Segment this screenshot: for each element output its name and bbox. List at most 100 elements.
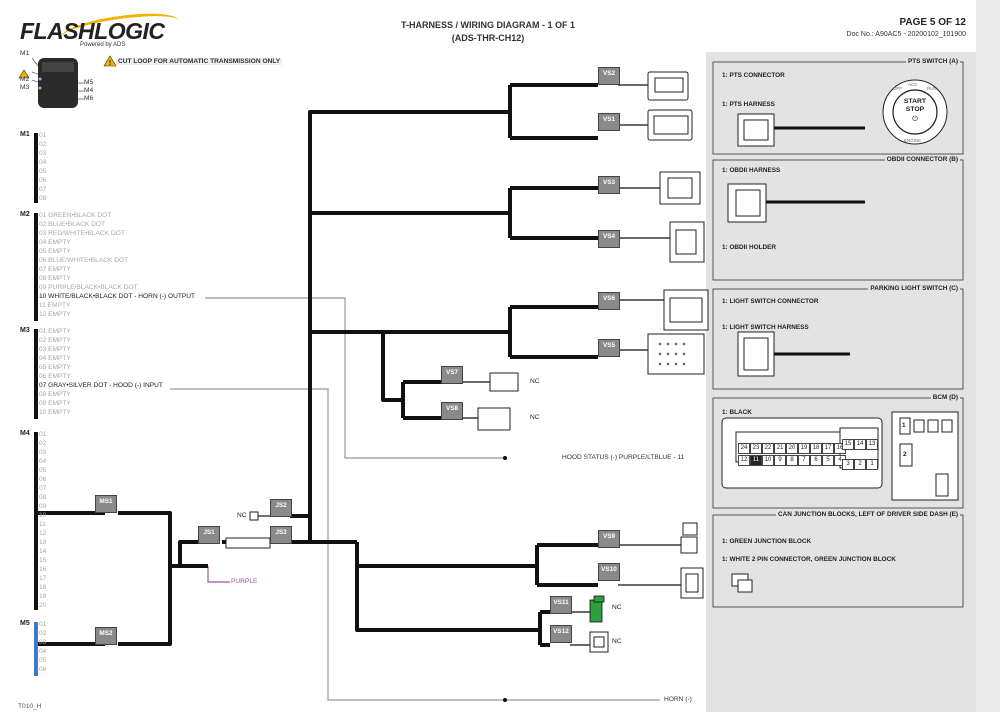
purple-wire: [207, 566, 230, 583]
bcm-pin: 1: [866, 459, 878, 470]
bcm-pin: 2: [854, 459, 866, 470]
ring-off-label: OFF: [893, 86, 902, 91]
document-number: Doc No.: A90AC5 - 20200102_101900: [846, 31, 966, 38]
purple-wire-label: PURPLE: [231, 578, 258, 585]
pin-label: 17: [39, 575, 47, 582]
obd-item-holder: 1: OBDII HOLDER: [722, 244, 776, 251]
panel-borders: [712, 61, 964, 608]
page-number: PAGE 5 OF 12: [899, 17, 966, 28]
m2-connector-bar: [34, 213, 38, 321]
m3-connector-bar: [34, 329, 38, 419]
horn-label: HORN (-): [664, 696, 692, 703]
pin-label: 05: [39, 657, 47, 664]
warning-icon: !: [103, 55, 117, 67]
module-label-m2: M2: [20, 76, 30, 83]
harness-label-vs3: VS3: [598, 176, 620, 194]
module-label-m1: M1: [20, 50, 30, 57]
pin-label: 04 EMPTY: [39, 355, 71, 362]
m1-connector-bar: [34, 133, 38, 203]
light-switch-harness-illustration: [737, 331, 850, 377]
pin-label: 10: [39, 512, 47, 519]
connector-label-m2: M2: [20, 211, 30, 218]
pin-label: 18: [39, 584, 47, 591]
pin-label: 04: [39, 458, 47, 465]
pin-label: 04: [39, 159, 47, 166]
pts-panel-title: PTS SWITCH (A): [905, 58, 960, 65]
pin-label: 03 RED/WHITE•BLACK DOT: [39, 230, 125, 237]
pts-item-harness: 1: PTS HARNESS: [722, 101, 775, 108]
pin-label: 03: [39, 449, 47, 456]
bcm-item-black: 1: BLACK: [722, 409, 752, 416]
nc-label: NC: [612, 638, 622, 645]
ring-acc-label: ACC: [908, 82, 918, 87]
thin-wires: [170, 297, 660, 701]
pin-label: 01 GREEN•BLACK DOT: [39, 212, 112, 219]
pin-label: 05: [39, 168, 47, 175]
bcm-panel-title: BCM (D): [930, 394, 960, 401]
pin-label: 14: [39, 548, 47, 555]
bcm-pin: 24: [738, 443, 750, 454]
pin-label: 06: [39, 666, 47, 673]
pts-harness-illustration: [737, 79, 948, 147]
light-item-harness: 1: LIGHT SWITCH HARNESS: [722, 324, 809, 331]
page-title: T-HARNESS / WIRING DIAGRAM - 1 OF 1: [400, 20, 575, 30]
pin-label: 04 EMPTY: [39, 239, 71, 246]
obd-panel-title: OBDII CONNECTOR (B): [884, 156, 960, 163]
bcm-pin: 11: [750, 455, 762, 466]
warning-icon-small: [18, 69, 30, 79]
harness-label-ms1: MS1: [95, 495, 117, 513]
bcm-pin: 20: [786, 443, 798, 454]
bcm-pin: 7: [798, 455, 810, 466]
bcm-pin: 8: [786, 455, 798, 466]
can-item-green: 1: GREEN JUNCTION BLOCK: [722, 538, 812, 545]
nc-label: NC: [530, 378, 540, 385]
start-stop-label: START STOP: [893, 98, 937, 114]
stop-label: STOP: [905, 106, 925, 113]
pin-label: 02 BLUE•BLACK DOT: [39, 221, 106, 228]
module-label-m5: M5: [84, 79, 94, 86]
green-junction-connector: [589, 595, 605, 623]
pin-label: 03 EMPTY: [39, 346, 71, 353]
pin-label: 01: [39, 431, 47, 438]
connector-label-m3: M3: [20, 327, 30, 334]
page-subtitle: (ADS-THR-CH12): [451, 33, 525, 43]
harness-label-vs6: VS6: [598, 292, 620, 310]
brand-logo: FLASHLOGIC: [20, 18, 165, 44]
module-unit: [31, 57, 84, 108]
pin-label: 20: [39, 602, 47, 609]
harness-label-vs7: VS7: [441, 366, 463, 384]
harness-label-vs9: VS9: [598, 530, 620, 548]
pin-label: 13: [39, 539, 47, 546]
pin-label: 10 WHITE/BLACK•BLACK DOT - HORN (-) OUTP…: [39, 293, 196, 300]
harness-label-js1: JS1: [198, 526, 220, 544]
nc-label: NC: [237, 512, 247, 519]
obd-item-harness: 1: OBDII HARNESS: [722, 167, 781, 174]
connector-label-m4: M4: [20, 430, 30, 437]
bcm-pin: 22: [762, 443, 774, 454]
nc-label: NC: [612, 604, 622, 611]
pin-label: 03: [39, 150, 47, 157]
harness-label-vs12: VS12: [550, 625, 572, 643]
bcm-pin: 13: [866, 439, 878, 450]
harness-label-vs8: VS8: [441, 402, 463, 420]
harness-label-vs2: VS2: [598, 67, 620, 85]
pts-item-connector: 1: PTS CONNECTOR: [722, 72, 785, 79]
pin-label: 11: [39, 521, 46, 528]
bcm-pin: 19: [798, 443, 810, 454]
light-item-connector: 1: LIGHT SWITCH CONNECTOR: [722, 298, 819, 305]
harness-label-vs11: VS11: [550, 596, 572, 614]
harness-label-ms2: MS2: [95, 627, 117, 645]
pin-label: 15: [39, 557, 47, 564]
pin-label: 08 EMPTY: [39, 275, 71, 282]
bcm-pin: 5: [822, 455, 834, 466]
connector-label-m5: M5: [20, 620, 30, 627]
pin-label: 11 EMPTY: [39, 302, 71, 309]
power-icon: ⏻: [912, 116, 918, 123]
pin-label: 05 EMPTY: [39, 364, 71, 371]
module-label-m4: M4: [84, 87, 94, 94]
